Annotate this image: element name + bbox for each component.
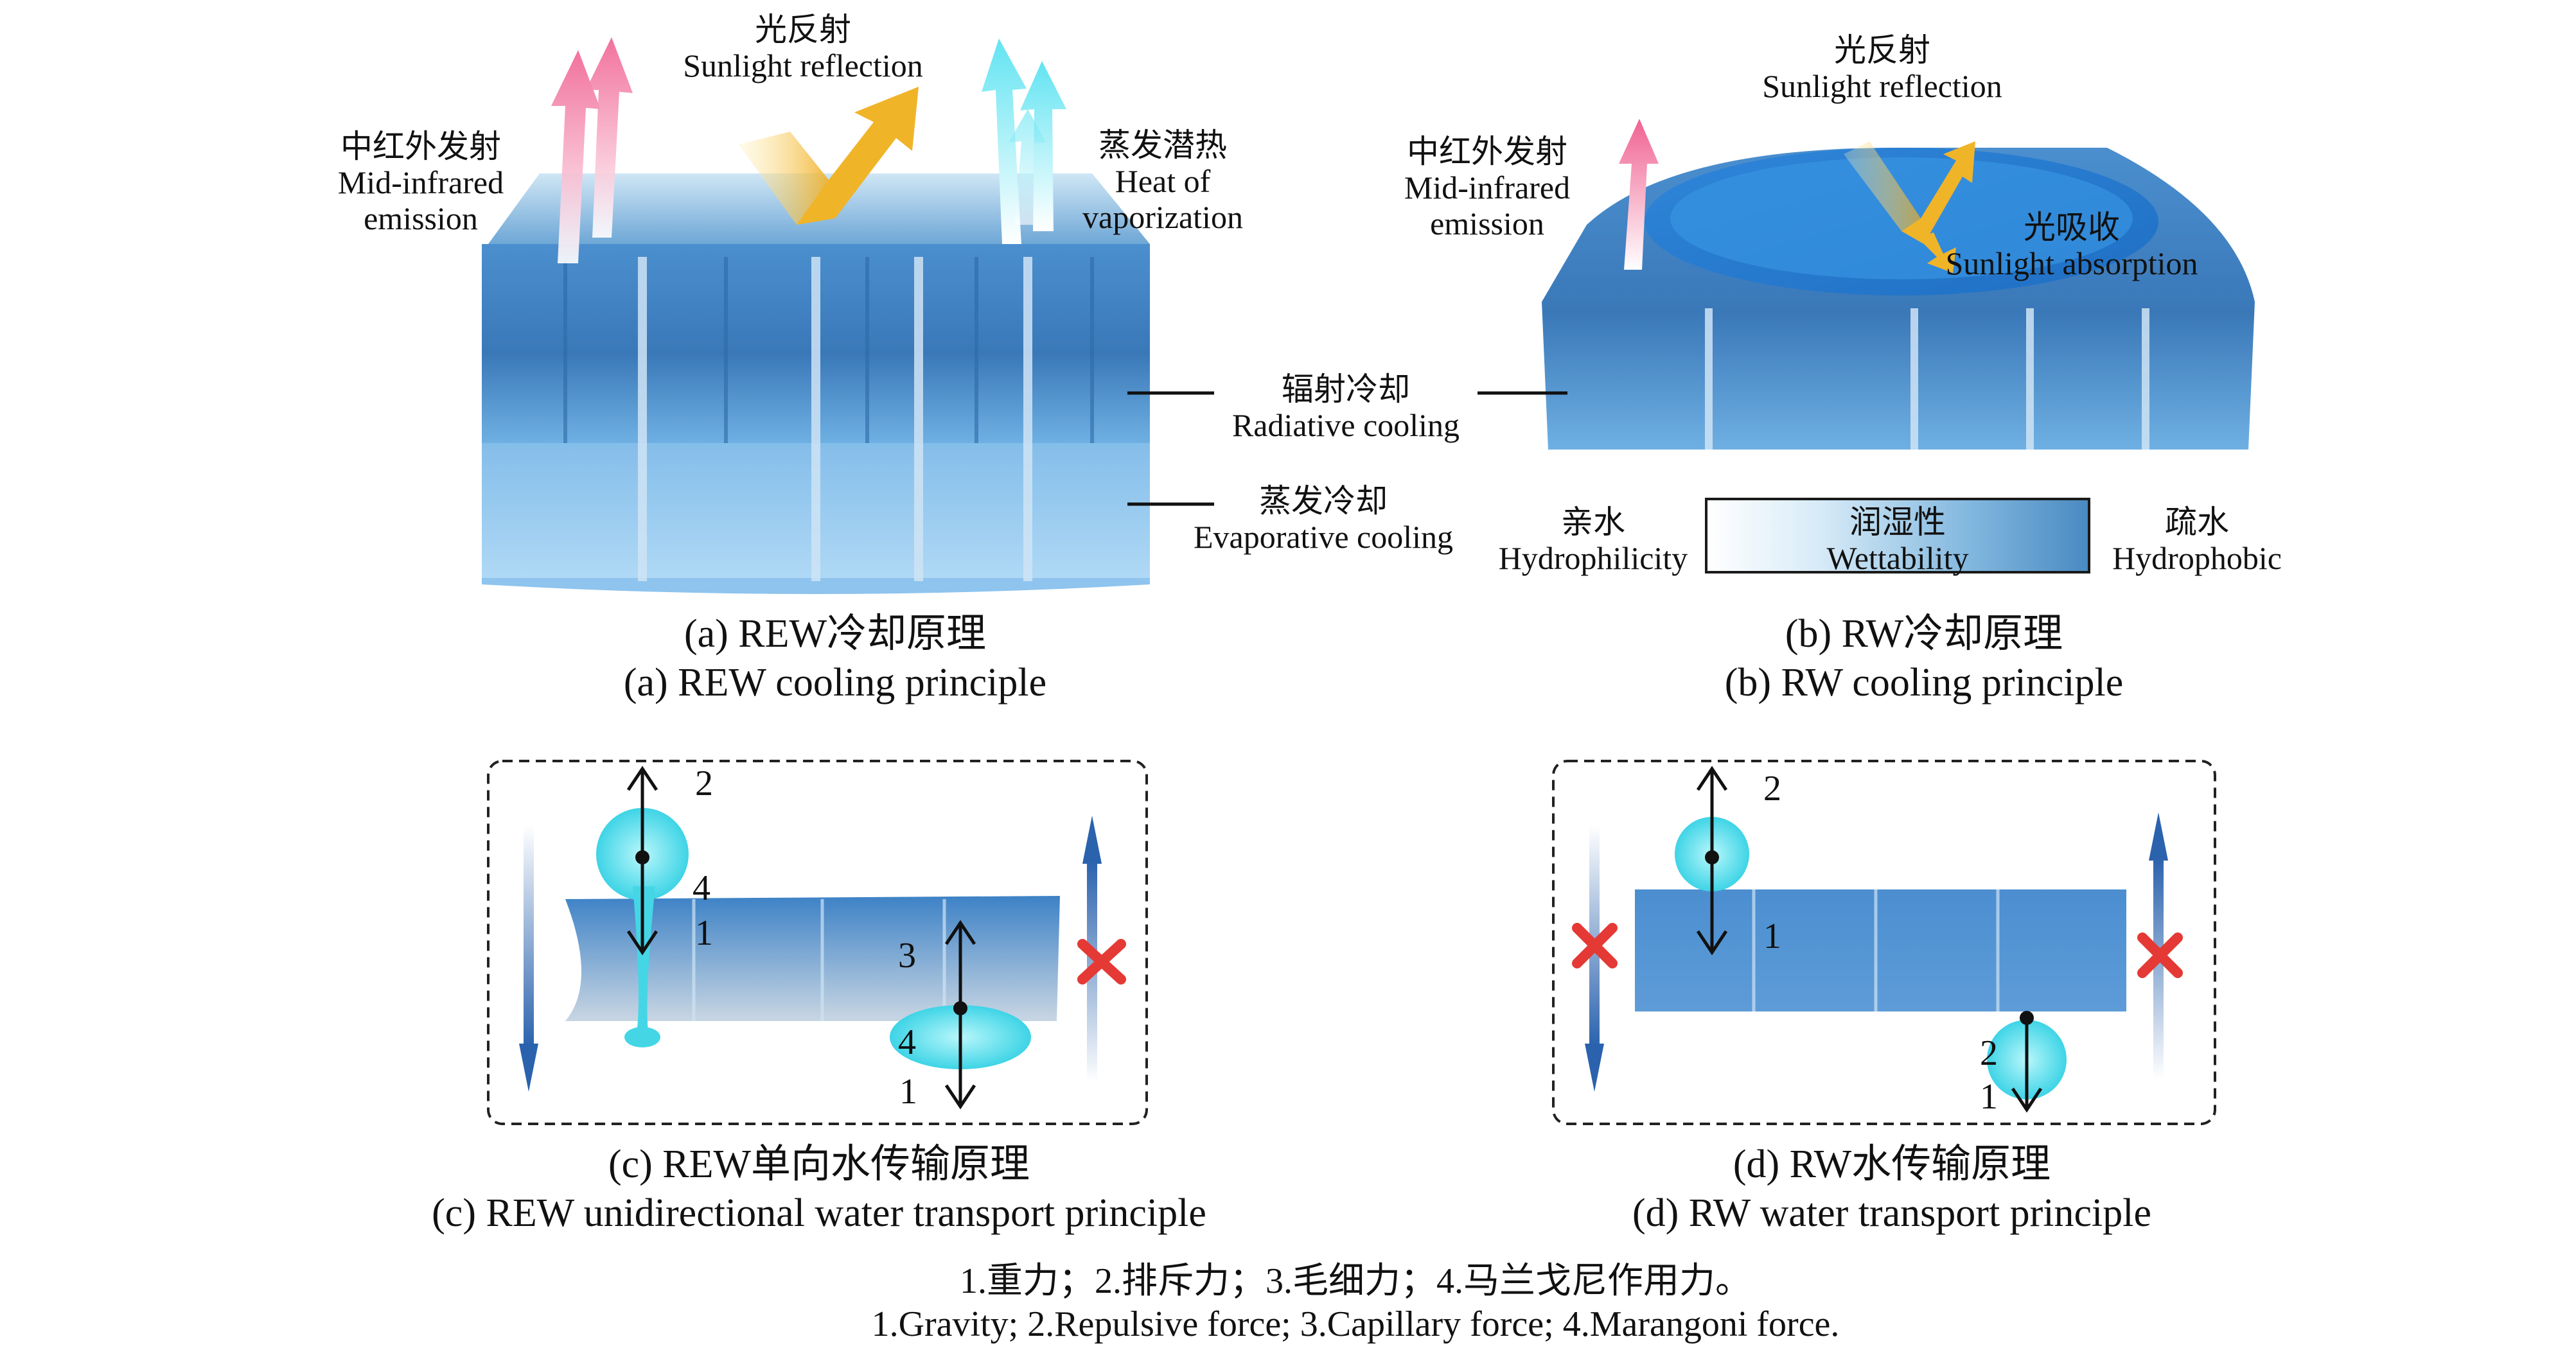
upward-arrow-d (2149, 812, 2168, 1079)
force-4-bottom-c: 4 (898, 1022, 916, 1062)
mir-arrow-b (1619, 119, 1659, 270)
absorption-label-b: 光吸收 Sunlight absorption (1945, 209, 2198, 281)
blocked-cross-d-right (2137, 932, 2183, 978)
mir-arrows-a (551, 37, 633, 263)
vaporization-label-a: 蒸发潜热 Heat of vaporization (1082, 127, 1243, 235)
reflection-arrow-a (739, 87, 919, 225)
radiative-cooling-label: 辐射冷却 Radiative cooling (1231, 371, 1460, 443)
reflection-label-b: 光反射 Sunlight reflection (1762, 32, 2002, 104)
hydrophobic-label: 疏水 Hydrophobic (2112, 504, 2282, 576)
force-1-top-c: 1 (695, 913, 713, 953)
wettability-label: 润湿性 Wettability (1826, 504, 1969, 576)
caption-a: (a) REW冷却原理 (a) REW cooling principle (623, 612, 1047, 705)
downward-arrow-c (519, 825, 538, 1092)
force-1-top-d: 1 (1763, 916, 1781, 956)
vapor-arrows-a (982, 39, 1066, 244)
force-4-top-c: 4 (693, 868, 710, 908)
rw-strip (1635, 889, 2126, 1011)
blocked-cross-d-left (1572, 923, 1618, 968)
rew-fabric-block (482, 173, 1150, 594)
hydrophilicity-label: 亲水 Hydrophilicity (1498, 504, 1688, 576)
rew-strip (565, 896, 1060, 1021)
blocked-cross-c (1077, 939, 1126, 985)
force-2-top-c: 2 (695, 764, 713, 803)
reflection-arrow-b (1844, 141, 1975, 273)
reflection-label-a: 光反射 Sunlight reflection (683, 12, 923, 83)
force-2-top-d: 2 (1763, 769, 1781, 809)
force-arrows-c (626, 766, 976, 1110)
panel-d-frame (1552, 760, 2216, 1125)
evaporative-cooling-label: 蒸发冷却 Evaporative cooling (1193, 483, 1454, 555)
caption-c: (c) REW单向水传输原理 (c) REW unidirectional wa… (432, 1142, 1206, 1235)
downward-arrow-d (1585, 825, 1604, 1092)
force-1-bottom-d: 1 (1980, 1077, 1998, 1117)
caption-b: (b) RW冷却原理 (b) RW cooling principle (1724, 612, 2124, 705)
mir-label-b: 中红外发射 Mid-infrared emission (1404, 134, 1571, 241)
force-3-bottom-c: 3 (898, 936, 916, 976)
force-1-bottom-c: 1 (899, 1072, 917, 1112)
panel-c-frame (487, 760, 1148, 1125)
force-legend-footnote: 1.重力；2.排斥力；3.毛细力；4.马兰戈尼作用力。 1.Gravity; 2… (871, 1261, 1840, 1345)
wettability-bar (1705, 498, 2090, 573)
force-2-bottom-d: 2 (1980, 1033, 1998, 1073)
mir-label-a: 中红外发射 Mid-infrared emission (337, 128, 504, 236)
caption-d: (d) RW水传输原理 (d) RW water transport princ… (1632, 1142, 2152, 1235)
force-arrows-d (1696, 766, 2043, 1113)
